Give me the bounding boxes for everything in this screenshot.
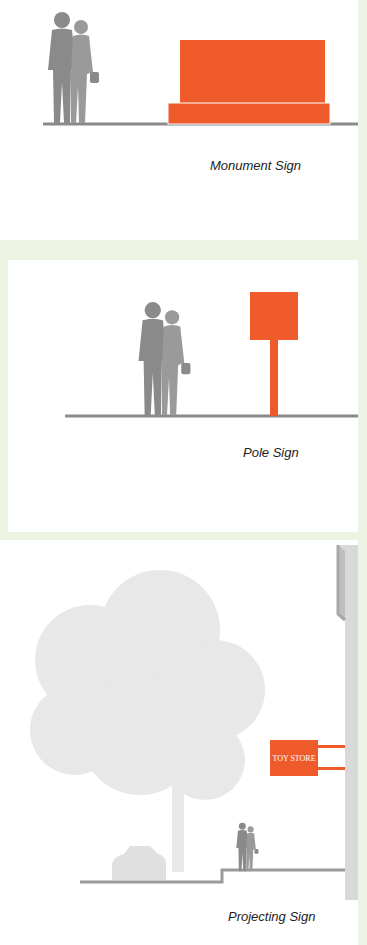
panel <box>8 260 358 532</box>
monument-base <box>168 103 330 124</box>
sign-bracket <box>318 745 345 748</box>
sign-pole <box>270 340 278 416</box>
sign-bracket <box>318 767 345 770</box>
pole-sign <box>250 292 298 340</box>
ground-curb <box>80 870 345 882</box>
sign-text: TOY STORE <box>272 754 315 763</box>
panel <box>0 0 358 240</box>
caption-label: Monument Sign <box>210 158 301 173</box>
people-silhouette <box>139 302 191 415</box>
projecting-sign: TOY STORE <box>270 740 318 776</box>
car-silhouette <box>112 846 166 880</box>
people-silhouette <box>236 823 258 871</box>
tree-silhouette <box>30 570 265 872</box>
people-silhouette <box>48 12 99 123</box>
panel <box>0 540 358 945</box>
monument-sign <box>180 40 325 104</box>
building-edge <box>338 545 345 620</box>
ground-line <box>65 415 358 418</box>
building-wall <box>338 545 358 900</box>
caption-label: Pole Sign <box>243 445 299 460</box>
caption-label: Projecting Sign <box>228 909 315 924</box>
